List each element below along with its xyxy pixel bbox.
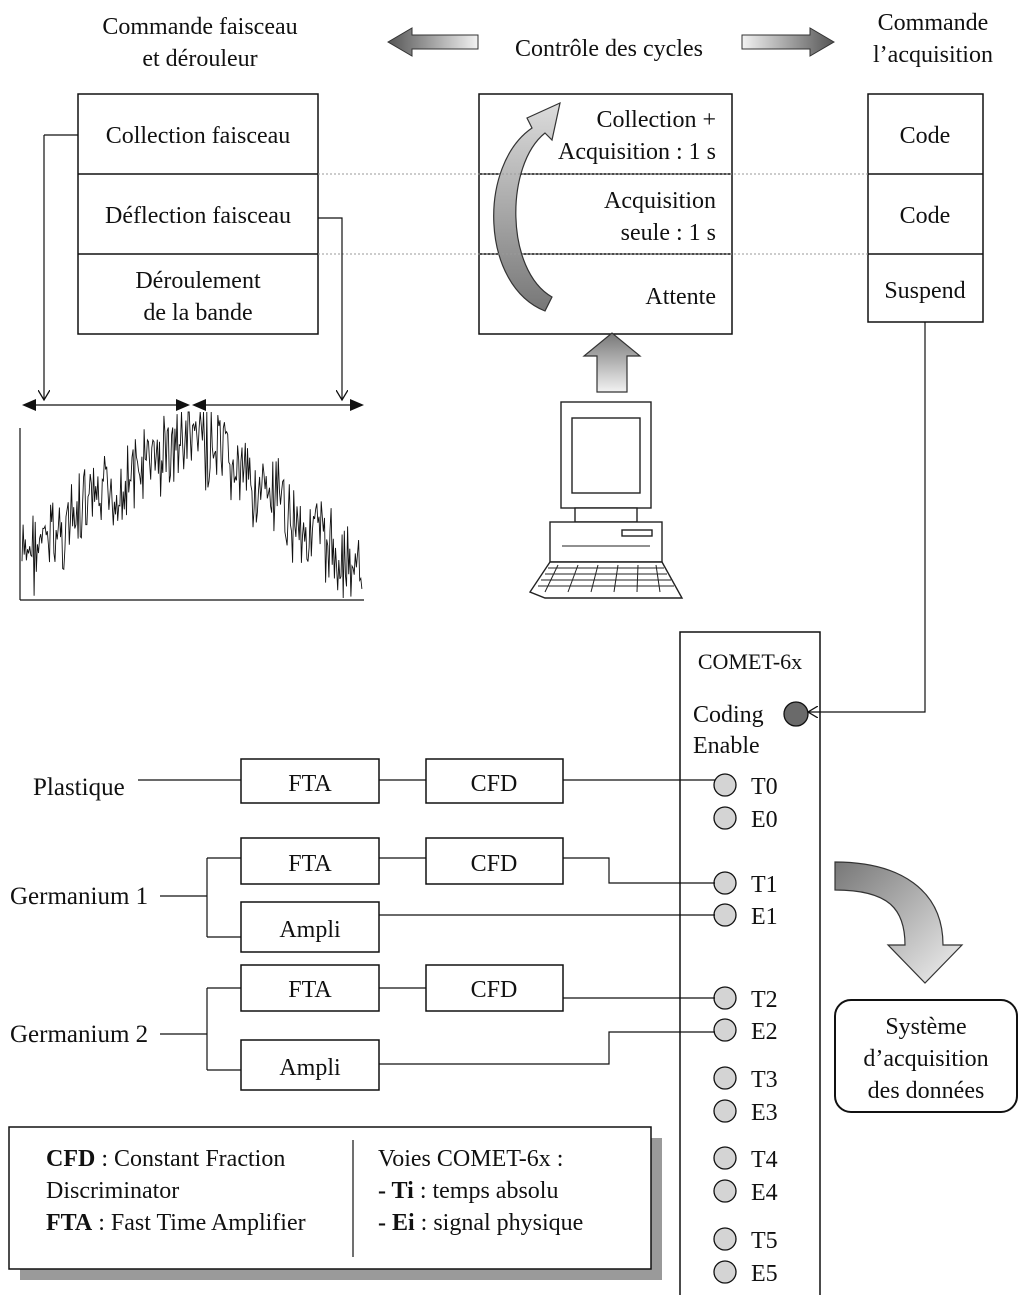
- port-t0-connector[interactable]: [713, 773, 737, 797]
- comet-title: COMET-6x: [698, 649, 802, 674]
- legend-ti: - Ti : temps absolu: [378, 1178, 558, 1204]
- beam-collection-label: Collection faisceau: [106, 123, 291, 149]
- deflection-connector: [318, 217, 342, 400]
- port-t5-label: T5: [751, 1228, 778, 1254]
- cycle-loop-arrow-icon: [493, 101, 561, 312]
- ampli-box: [240, 901, 380, 953]
- suspend-connector: [808, 322, 926, 712]
- port-e2-connector[interactable]: [713, 1018, 737, 1042]
- port-t3-connector[interactable]: [713, 1066, 737, 1090]
- cfd-box: [425, 837, 564, 885]
- port-e1-label: E1: [751, 904, 778, 930]
- cycle-collection-line1: Collection +: [596, 107, 716, 133]
- ampli-label: Ampli: [279, 1055, 341, 1081]
- cycle-acquisition-line1: Acquisition: [604, 188, 716, 214]
- up-arrow-icon: [582, 332, 642, 393]
- fta-box: [240, 837, 380, 885]
- cycle-collection-line2: Acquisition : 1 s: [558, 139, 716, 165]
- detector-plastique: Plastique: [33, 774, 125, 801]
- computer-icon: [528, 401, 684, 599]
- coding-enable-line2: Enable: [693, 733, 760, 759]
- ampli-label: Ampli: [279, 917, 341, 943]
- spectrum-plot: [19, 411, 364, 601]
- fta-box: [240, 758, 380, 804]
- port-t4-label: T4: [751, 1147, 778, 1173]
- fta-label: FTA: [288, 977, 332, 1003]
- cfd-label: CFD: [471, 977, 518, 1003]
- fta-label: FTA: [288, 851, 332, 877]
- fta-label: FTA: [288, 771, 332, 797]
- legend-cfd-cont: Discriminator: [46, 1178, 179, 1204]
- port-t1-connector[interactable]: [713, 871, 737, 895]
- port-e5-connector[interactable]: [713, 1260, 737, 1284]
- code-label-2: Code: [900, 203, 951, 229]
- port-t0-label: T0: [751, 774, 778, 800]
- port-e4-connector[interactable]: [713, 1179, 737, 1203]
- port-e1-connector[interactable]: [713, 903, 737, 927]
- cfd-label: CFD: [471, 771, 518, 797]
- port-e0-connector[interactable]: [713, 806, 737, 830]
- port-e4-label: E4: [751, 1180, 778, 1206]
- legend-box: [8, 1126, 652, 1270]
- signal-wiring: [138, 779, 715, 1071]
- timing-arrows: [22, 399, 364, 411]
- port-e3-connector[interactable]: [713, 1099, 737, 1123]
- cycle-acquisition-line2: seule : 1 s: [621, 220, 716, 246]
- coding-enable-line1: Coding: [693, 702, 764, 728]
- beam-control-box: [77, 93, 319, 335]
- header-left-line1: Commande faisceau: [102, 14, 297, 40]
- header-center: Contrôle des cycles: [515, 36, 703, 62]
- down-curved-arrow-icon: [834, 861, 964, 984]
- detector-germanium-1: Germanium 1: [10, 883, 148, 910]
- cycle-wait-label: Attente: [645, 284, 716, 310]
- port-e2-label: E2: [751, 1019, 778, 1045]
- port-t4-connector[interactable]: [713, 1146, 737, 1170]
- header-right-line1: Commande: [878, 10, 989, 36]
- ampli-box: [240, 1039, 380, 1091]
- suspend-label: Suspend: [884, 278, 965, 304]
- legend-fta: FTA : Fast Time Amplifier: [46, 1210, 306, 1236]
- port-t1-label: T1: [751, 872, 778, 898]
- coding-enable-connector[interactable]: [783, 701, 809, 727]
- cfd-label: CFD: [471, 851, 518, 877]
- port-t2-label: T2: [751, 987, 778, 1013]
- port-t5-connector[interactable]: [713, 1227, 737, 1251]
- cfd-box: [425, 964, 564, 1012]
- code-label-1: Code: [900, 123, 951, 149]
- port-t3-label: T3: [751, 1067, 778, 1093]
- port-t2-connector[interactable]: [713, 986, 737, 1010]
- acquisition-control-box: [867, 93, 984, 323]
- acq-system-line3: des données: [868, 1078, 985, 1104]
- tape-unwind-line2: de la bande: [143, 300, 252, 326]
- port-e5-label: E5: [751, 1261, 778, 1287]
- left-arrow-icon: [387, 27, 479, 57]
- legend-channels-title: Voies COMET-6x :: [378, 1146, 563, 1172]
- port-e0-label: E0: [751, 807, 778, 833]
- data-acquisition-system-box: [834, 999, 1018, 1113]
- right-arrow-icon: [741, 27, 835, 57]
- legend-cfd: CFD : Constant Fraction: [46, 1146, 285, 1172]
- beam-deflection-label: Déflection faisceau: [105, 203, 291, 229]
- header-left-line2: et dérouleur: [142, 46, 257, 72]
- acq-system-line1: Système: [885, 1014, 966, 1040]
- cycle-control-box: [478, 93, 733, 335]
- comet-6x-module: [679, 631, 821, 1295]
- legend-ei: - Ei : signal physique: [378, 1210, 583, 1236]
- acq-system-line2: d’acquisition: [863, 1046, 988, 1072]
- spectrum-trace: [21, 411, 363, 599]
- fta-box: [240, 964, 380, 1012]
- cfd-box: [425, 758, 564, 804]
- detector-germanium-2: Germanium 2: [10, 1021, 148, 1048]
- header-right-line2: l’acquisition: [873, 42, 993, 68]
- tape-unwind-line1: Déroulement: [135, 268, 261, 294]
- port-e3-label: E3: [751, 1100, 778, 1126]
